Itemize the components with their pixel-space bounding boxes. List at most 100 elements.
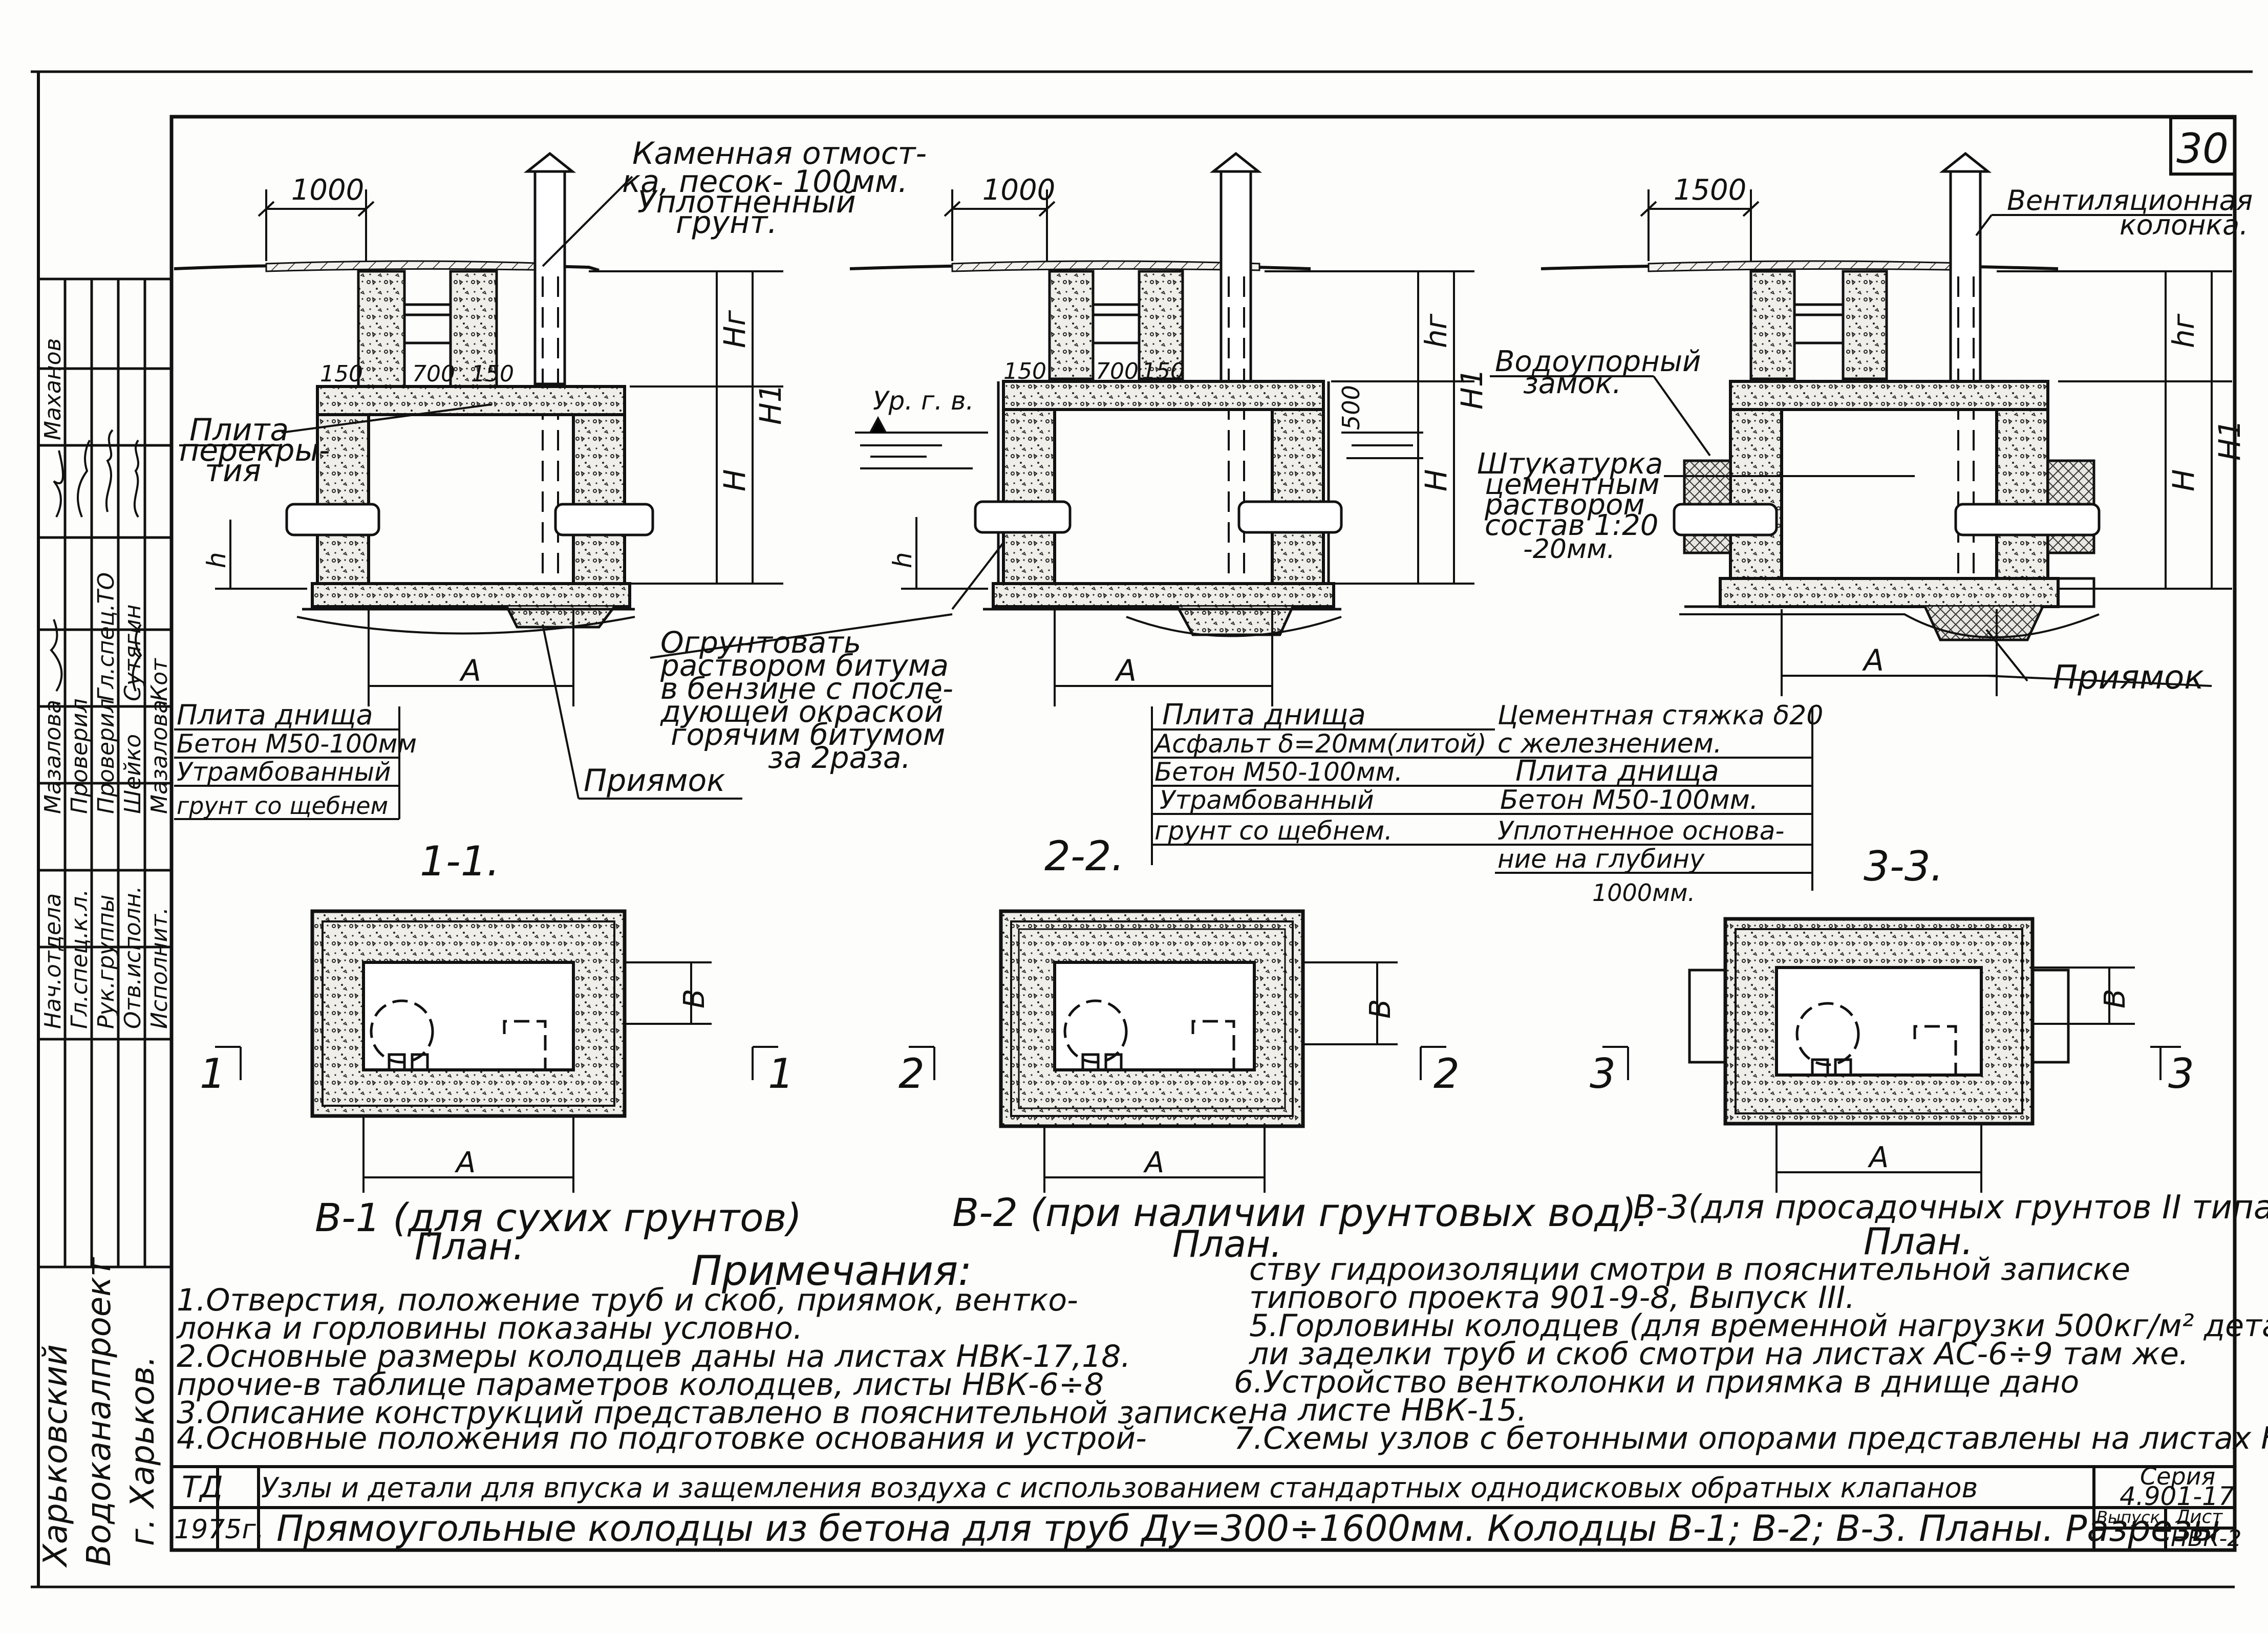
dim-500: 500	[1337, 385, 1365, 430]
note-left-1: 1.Отверстия, положение труб и скоб, прия…	[177, 1282, 1078, 1318]
legend2-3: Бетон М50-100мм.	[1154, 757, 1403, 787]
coating-note-3: в бензине с после-	[660, 671, 953, 706]
note-left-5: 3.Описание конструкций представлено в по…	[177, 1395, 1257, 1431]
stamp-org-2: Водоканалпроект	[80, 1257, 118, 1566]
plan2-caption: В-2 (при наличии грунтовых вод).	[952, 1190, 1649, 1235]
legend3-6: ние на глубину	[1497, 844, 1705, 874]
tb-sheet-label: Лист	[2175, 1507, 2223, 1528]
plan1-B: В	[678, 989, 711, 1008]
sheet-number: 30	[2176, 125, 2229, 173]
pipe-right-1	[554, 503, 654, 536]
plan3-A: A	[1868, 1141, 1889, 1174]
slab-label-1: Плита	[189, 412, 289, 448]
legend1-1: Плита днища	[177, 699, 373, 731]
dim-H1-2: H1	[1454, 368, 1489, 410]
stamp-name-2a: Проверил	[67, 698, 93, 814]
stamp-role-2: Гл.спец.к.л.	[67, 889, 93, 1029]
plan1-caption: В-1 (для сухих грунтов)	[315, 1195, 802, 1240]
plan-2: В A 2 2 В-2 (при наличии грунтовых вод).…	[898, 909, 1649, 1265]
plan2-cut-right: 2	[1433, 1050, 1460, 1098]
stamp-name-3b: Гл.спец.ТО	[93, 572, 119, 701]
legend3-1: Цементная стяжка δ20	[1497, 700, 1823, 731]
vent-pipe-1	[533, 167, 566, 385]
dim-H1-3: H1	[2212, 419, 2247, 461]
dim-150-d: 150	[1142, 358, 1185, 384]
callout-paving-2: ка, песок- 100мм.	[622, 164, 908, 200]
stamp-name-4b: Сутягин	[120, 605, 146, 701]
section-title-2: 2-2.	[1044, 832, 1124, 880]
water-lock-label-2: замок.	[1523, 367, 1621, 400]
dim-H1-1: H1	[753, 383, 788, 425]
tb-series-value: 4.901-17	[2120, 1481, 2235, 1511]
legend2-2: Асфальт δ=20мм(литой)	[1153, 729, 1487, 759]
plaster-label-2: цементным	[1485, 468, 1660, 501]
plaster-label-4: состав 1:20	[1485, 509, 1658, 542]
stamp-name-1a: Мазалова	[40, 700, 66, 814]
dim-Hg-2: hг	[1419, 313, 1453, 348]
vent-label-1: Вентиляционная	[2007, 184, 2253, 217]
vent-label-2: колонка.	[2120, 209, 2248, 241]
dim-h-2: h	[888, 552, 917, 568]
coating-note-5: горячим битумом	[671, 717, 945, 752]
tb-year: 1975г.	[174, 1514, 264, 1545]
plan3-B: В	[2099, 989, 2132, 1008]
legend1-2: Бетон М50-100мм	[177, 729, 417, 759]
sheet-number-box: 30	[2169, 116, 2236, 176]
stamp-role-3: Рук.группы	[93, 895, 119, 1029]
tb-line2: Прямоугольные колодцы из бетона для труб…	[276, 1508, 2220, 1550]
stamp-org-3: г. Харьков.	[124, 1356, 162, 1546]
slab-label-2: перекры-	[179, 433, 330, 468]
legend2-5: грунт со щебнем.	[1154, 816, 1393, 846]
cover-slab-1	[316, 385, 626, 416]
legend1-4: грунт со щебнем	[177, 792, 388, 820]
callout-paving-3: Уплотненный	[637, 184, 856, 220]
plan1-cut-left: 1	[200, 1050, 226, 1098]
dim-h-1: h	[202, 552, 231, 568]
plan3-caption: В-3(для просадочных грунтов II типа)	[1633, 1189, 2268, 1227]
plan2-B: В	[1364, 999, 1397, 1019]
legend2-4: Утрамбованный	[1160, 785, 1374, 815]
stamp-role-1: Нач.отдела	[40, 893, 66, 1029]
water-lock-label-1: Водоупорный	[1495, 345, 1701, 378]
legend1-3: Утрамбованный	[177, 757, 391, 787]
legend3-5: Уплотненное основа-	[1497, 816, 1784, 846]
notes: Примечания: 1.Отверстия, положение труб …	[176, 1247, 2268, 1456]
note-right-5: 6.Устройство вентколонки и приямка в дни…	[1234, 1364, 2079, 1400]
callout-paving-1: Каменная отмост-	[632, 136, 927, 171]
note-left-6: 4.Основные положения по подготовке основ…	[177, 1421, 1147, 1456]
coating-note-2: раствором битума	[660, 648, 949, 683]
note-right-4: ли заделки труб и скоб смотри на листах …	[1249, 1336, 2189, 1372]
legend3-2: с железнением.	[1497, 728, 1722, 759]
plan3-cut-left: 3	[1590, 1050, 1616, 1098]
section-title-3: 3-3.	[1864, 843, 1943, 890]
plan1-A: A	[455, 1146, 476, 1179]
paving-1	[265, 260, 554, 272]
bottom-slab-1	[311, 582, 631, 608]
dim-700-a: 700	[412, 361, 455, 387]
plan-3: В A 3 3 В-3(для просадочных грунтов II т…	[1590, 917, 2268, 1263]
note-right-2: типового проекта 901-9-8, Выпуск III.	[1249, 1280, 1855, 1316]
dim-Hg-1: Hг	[717, 310, 752, 348]
plan2-cut-left: 2	[898, 1050, 925, 1098]
dim-H-1: H	[717, 469, 752, 491]
note-right-1: ству гидроизоляции смотри в пояснительно…	[1249, 1252, 2130, 1287]
plan2-A: A	[1143, 1146, 1164, 1179]
plan1-caption2: План.	[415, 1225, 524, 1268]
slab-label-3: тия	[205, 453, 261, 489]
note-right-6: на листе НВК-15.	[1249, 1392, 1527, 1428]
plan2-caption2: План.	[1172, 1222, 1282, 1265]
tb-code: ТД	[182, 1470, 223, 1505]
stamp-org-1: Харьковский	[37, 1344, 75, 1568]
dim-A-3: A	[1862, 643, 1884, 678]
dim-A-1: A	[459, 653, 481, 688]
stamp-role-5: Исполнит.	[146, 907, 173, 1029]
note-left-3: 2.Основные размеры колодцев даны на лист…	[177, 1339, 1131, 1374]
tb-sheet-value: НВК-2	[2171, 1525, 2241, 1552]
stamp-role-4: Отв.исполн.	[120, 886, 146, 1029]
section-2-2: 1000 Ур. г. в. 500	[650, 152, 1495, 880]
stamp-name-3a: Проверил	[93, 698, 119, 814]
stamp-name-5b: Кот	[146, 658, 173, 701]
dim-1000-a: 1000	[291, 174, 365, 207]
